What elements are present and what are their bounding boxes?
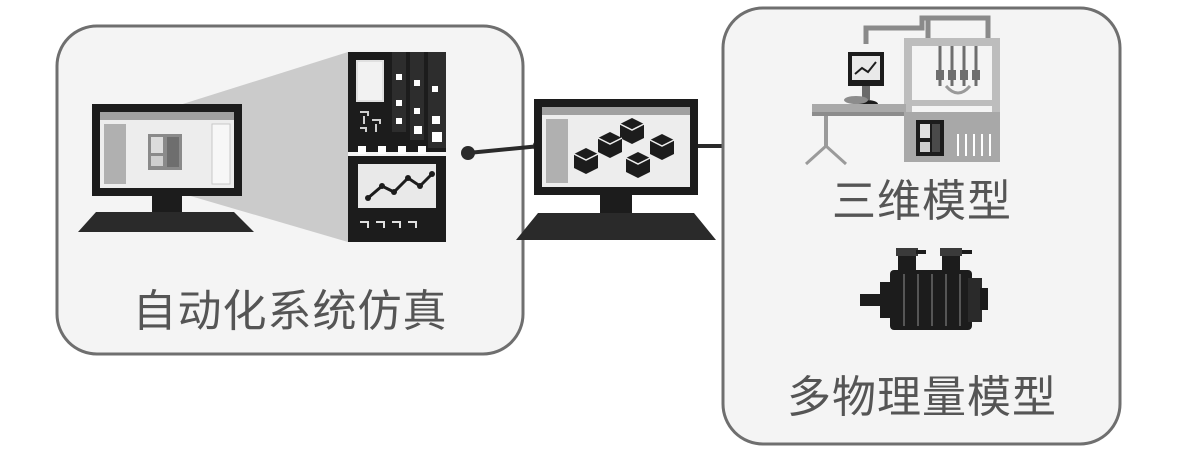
factory-machine-icon xyxy=(804,15,1000,166)
controller-hmi-icon xyxy=(348,52,446,242)
model-3d-label: 三维模型 xyxy=(832,176,1012,227)
multiphysics-model-label: 多物理量模型 xyxy=(787,372,1057,423)
right-panel: 三维模型 多物理量模型 xyxy=(721,6,1122,446)
automation-simulation-label: 自动化系统仿真 xyxy=(133,286,448,337)
servo-motor-icon xyxy=(860,248,988,330)
connector-left xyxy=(467,144,541,155)
desktop-monitor-icon xyxy=(78,104,254,232)
cubes-3d-icon xyxy=(573,118,675,178)
right-panel-frame xyxy=(721,6,1122,446)
desktop-monitor-icon xyxy=(516,99,716,240)
left-panel: 自动化系统仿真 xyxy=(55,24,525,356)
